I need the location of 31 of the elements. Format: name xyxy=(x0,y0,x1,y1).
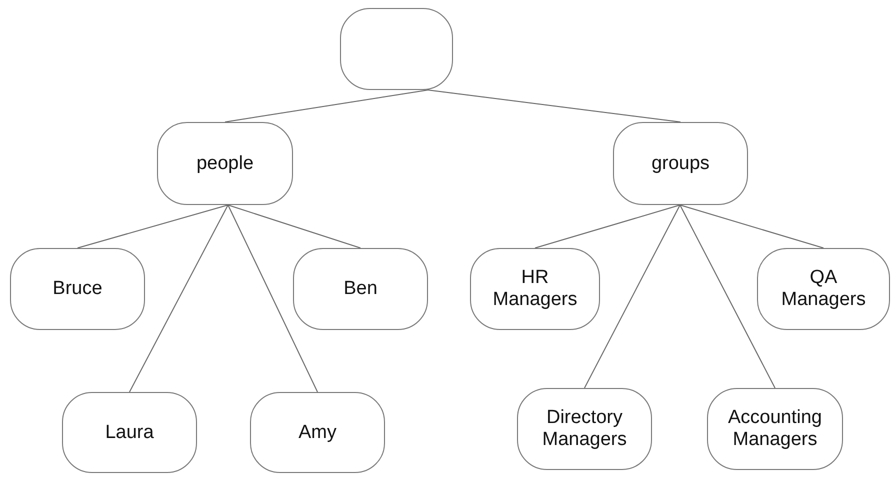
node-label: Laura xyxy=(105,422,154,444)
node-label: Accounting Managers xyxy=(726,407,823,451)
node-label: Ben xyxy=(344,278,378,300)
node-label: Directory Managers xyxy=(541,407,628,451)
node-label: Bruce xyxy=(52,278,102,300)
connector-line xyxy=(228,204,318,392)
connector-line xyxy=(584,204,680,388)
connector-line xyxy=(680,204,824,248)
rounded-node xyxy=(157,122,293,205)
rounded-node xyxy=(10,248,145,330)
rounded-node xyxy=(470,248,600,330)
rounded-node xyxy=(517,388,652,470)
node-label: people xyxy=(196,152,254,174)
rounded-node xyxy=(340,8,453,90)
node-label: Amy xyxy=(298,422,336,444)
node-label: QA Managers xyxy=(780,267,867,311)
rounded-node xyxy=(62,392,197,473)
connector-line xyxy=(77,204,228,248)
connector-line xyxy=(228,204,361,248)
connector-line xyxy=(224,90,428,122)
rounded-node xyxy=(707,388,843,470)
rounded-node xyxy=(250,392,385,473)
connector-line xyxy=(428,90,681,122)
rounded-node xyxy=(613,122,748,205)
node-label: groups xyxy=(651,152,710,174)
connector-line xyxy=(680,204,776,388)
rounded-node xyxy=(293,248,428,330)
rounded-node xyxy=(757,248,890,330)
connector-line xyxy=(129,204,228,392)
connector-line xyxy=(534,204,680,248)
node-label: HR Managers xyxy=(492,267,578,311)
